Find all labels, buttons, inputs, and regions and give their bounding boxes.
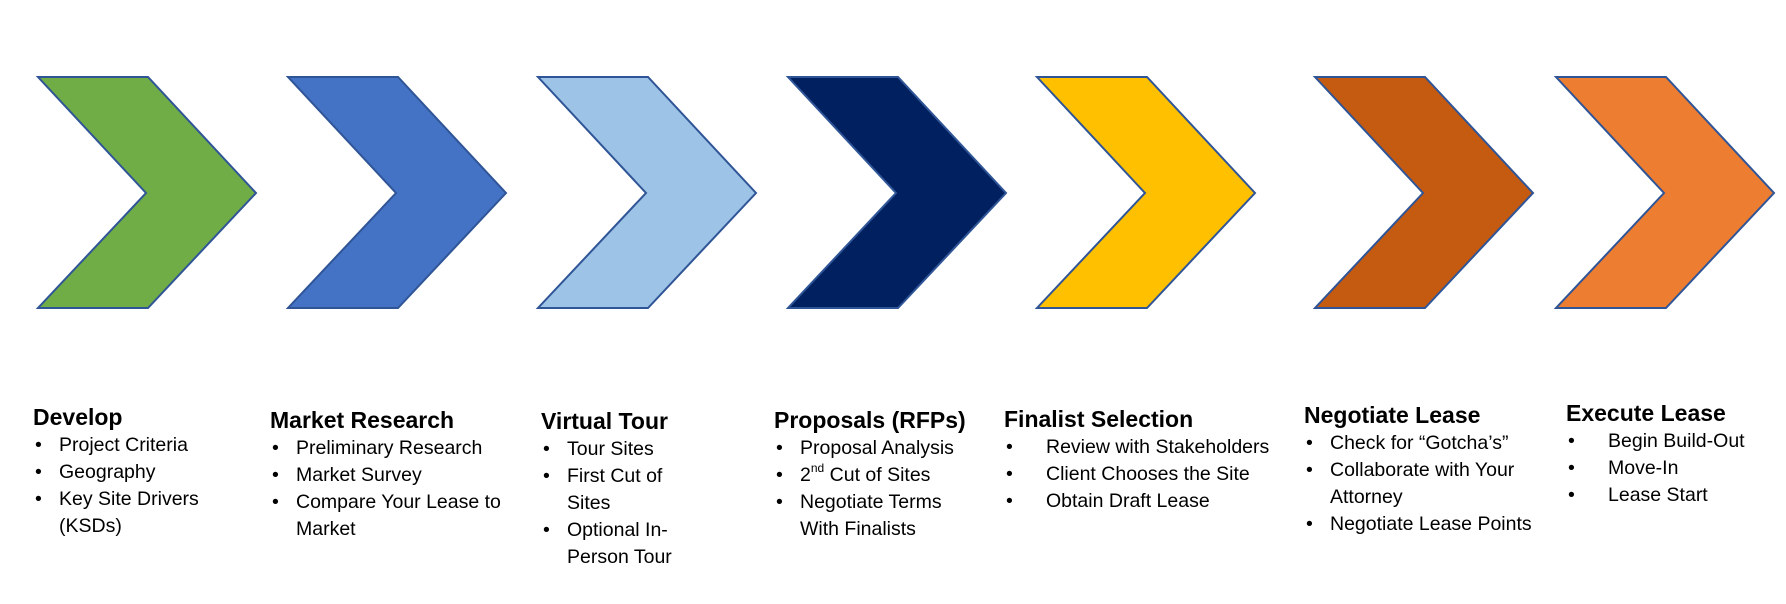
stage-execute-lease: Execute Lease Begin Build-Out Move-In Le… bbox=[1566, 400, 1776, 509]
stage-bullet-list: Review with Stakeholders Client Chooses … bbox=[1004, 434, 1304, 515]
bullet-item: Market Survey bbox=[270, 462, 520, 489]
bullet-item: 2nd Cut of Sites bbox=[774, 460, 974, 490]
stage-title: Negotiate Lease bbox=[1304, 402, 1481, 428]
stage-negotiate-lease: Negotiate Lease Check for “Gotcha’s” Col… bbox=[1304, 402, 1544, 538]
bullet-item: Proposal Analysis bbox=[774, 435, 974, 462]
stage-virtual-tour: Virtual Tour Tour Sites First Cut of Sit… bbox=[541, 408, 691, 571]
bullet-item: Negotiate Terms With Finalists bbox=[774, 489, 974, 543]
chevron-finalist-selection bbox=[1034, 76, 1257, 309]
chevron-market-research bbox=[285, 76, 508, 309]
bullet-item: Client Chooses the Site bbox=[1004, 461, 1304, 488]
bullet-item: Project Criteria bbox=[33, 432, 233, 459]
stage-title: Execute Lease bbox=[1566, 400, 1726, 426]
bullet-text: Cut of Sites bbox=[824, 464, 931, 486]
bullet-item: Review with Stakeholders bbox=[1004, 434, 1304, 461]
stage-title: Finalist Selection bbox=[1004, 406, 1194, 432]
bullet-item: Geography bbox=[33, 459, 233, 486]
stage-bullet-list: Project Criteria Geography Key Site Driv… bbox=[33, 432, 233, 540]
bullet-number: 2 bbox=[800, 464, 811, 486]
ordinal-suffix: nd bbox=[810, 460, 825, 475]
stage-title: Proposals (RFPs) bbox=[774, 407, 966, 433]
bullet-item: First Cut of Sites bbox=[541, 463, 691, 517]
stage-proposals: Proposals (RFPs) Proposal Analysis 2nd C… bbox=[774, 407, 974, 543]
stage-title: Virtual Tour bbox=[541, 408, 668, 434]
bullet-item: Lease Start bbox=[1566, 482, 1776, 509]
chevron-virtual-tour bbox=[535, 76, 758, 309]
stage-title: Develop bbox=[33, 404, 123, 430]
stage-develop: Develop Project Criteria Geography Key S… bbox=[33, 404, 233, 540]
bullet-item: Begin Build-Out bbox=[1566, 428, 1776, 455]
chevron-proposals bbox=[785, 76, 1008, 309]
chevron-develop bbox=[35, 76, 258, 309]
bullet-item: Move-In bbox=[1566, 455, 1776, 482]
stage-bullet-list: Begin Build-Out Move-In Lease Start bbox=[1566, 428, 1776, 509]
stage-market-research: Market Research Preliminary Research Mar… bbox=[270, 407, 520, 543]
chevron-negotiate-lease bbox=[1312, 76, 1535, 309]
stage-title: Market Research bbox=[270, 407, 455, 433]
bullet-item: Obtain Draft Lease bbox=[1004, 488, 1304, 515]
bullet-item: Negotiate Lease Points bbox=[1304, 511, 1544, 538]
bullet-item: Preliminary Research bbox=[270, 435, 520, 462]
stage-bullet-list: Preliminary Research Market Survey Compa… bbox=[270, 435, 520, 543]
bullet-item: Collaborate with Your Attorney bbox=[1304, 457, 1544, 511]
bullet-item: Tour Sites bbox=[541, 436, 691, 463]
bullet-item: Compare Your Lease to Market bbox=[270, 489, 520, 543]
stage-bullet-list: Check for “Gotcha’s” Collaborate with Yo… bbox=[1304, 430, 1544, 538]
chevron-execute-lease bbox=[1553, 76, 1776, 309]
stage-bullet-list: Proposal Analysis 2nd Cut of Sites Negot… bbox=[774, 435, 974, 543]
stage-bullet-list: Tour Sites First Cut of Sites Optional I… bbox=[541, 436, 691, 571]
bullet-item: Check for “Gotcha’s” bbox=[1304, 430, 1544, 457]
stage-finalist-selection: Finalist Selection Review with Stakehold… bbox=[1004, 406, 1304, 515]
bullet-item: Key Site Drivers (KSDs) bbox=[33, 486, 233, 540]
bullet-item: Optional In-Person Tour bbox=[541, 517, 691, 571]
